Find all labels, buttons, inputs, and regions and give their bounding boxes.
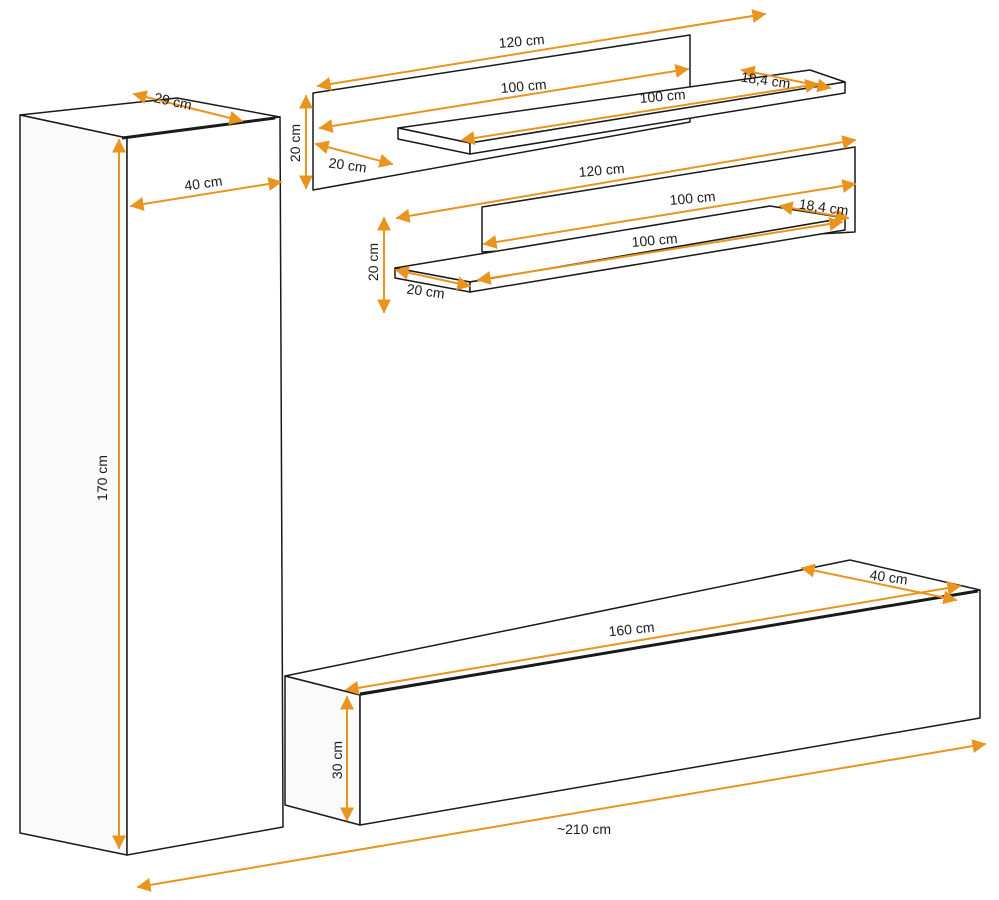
label-shelf1-depth: 20 cm: [328, 154, 368, 175]
dim-shelf2-depth-line: [394, 265, 472, 291]
label-shelf2-length: 120 cm: [578, 160, 625, 180]
dimension-lines: [112, 9, 987, 892]
dim-total-width-line: [136, 739, 987, 892]
tall-cabinet-top-edge: [121, 116, 276, 140]
label-tv-length: 160 cm: [608, 619, 655, 640]
dim-cabinet-width-line: [129, 177, 283, 211]
label-total-width: ~210 cm: [557, 821, 611, 837]
label-shelf1-height: 20 cm: [287, 124, 303, 162]
dim-shelf2-length-line: [395, 135, 857, 223]
dimension-labels: 29 cm 40 cm 170 cm 120 cm 100 cm 100 cm …: [94, 31, 909, 837]
dim-shelf1-board-line: [460, 79, 820, 145]
dim-cabinet-depth-line: [132, 90, 244, 125]
dim-shelf2-board-line: [476, 217, 844, 285]
tv-stand-side: [284, 675, 361, 826]
tall-cabinet-front: [126, 116, 284, 856]
label-shelf1-length: 120 cm: [498, 31, 545, 51]
dim-shelf1-depth-line: [314, 140, 394, 168]
label-cabinet-depth: 29 cm: [153, 89, 194, 113]
label-shelf2-height: 20 cm: [365, 243, 381, 281]
label-shelf2-depth: 20 cm: [406, 280, 446, 301]
dim-shelf2-board-depth-line: [778, 201, 850, 223]
label-shelf1-board: 100 cm: [639, 86, 686, 106]
label-shelf1-board-depth: 18,4 cm: [740, 69, 792, 92]
label-shelf1-inner: 100 cm: [500, 76, 547, 96]
label-cabinet-width: 40 cm: [183, 172, 223, 193]
label-shelf2-board-depth: 18,4 cm: [798, 196, 850, 219]
tall-cabinet-side: [19, 114, 128, 856]
dim-shelf1-board-depth-line: [740, 65, 832, 93]
label-shelf2-inner: 100 cm: [669, 188, 716, 208]
label-tv-depth: 40 cm: [869, 566, 909, 587]
tall-cabinet: [19, 97, 284, 856]
label-shelf2-board: 100 cm: [631, 230, 678, 250]
label-cabinet-height: 170 cm: [94, 455, 110, 501]
label-tv-height: 30 cm: [329, 741, 345, 779]
dim-tv-length-line: [344, 581, 962, 695]
shelf-2: [394, 146, 856, 293]
